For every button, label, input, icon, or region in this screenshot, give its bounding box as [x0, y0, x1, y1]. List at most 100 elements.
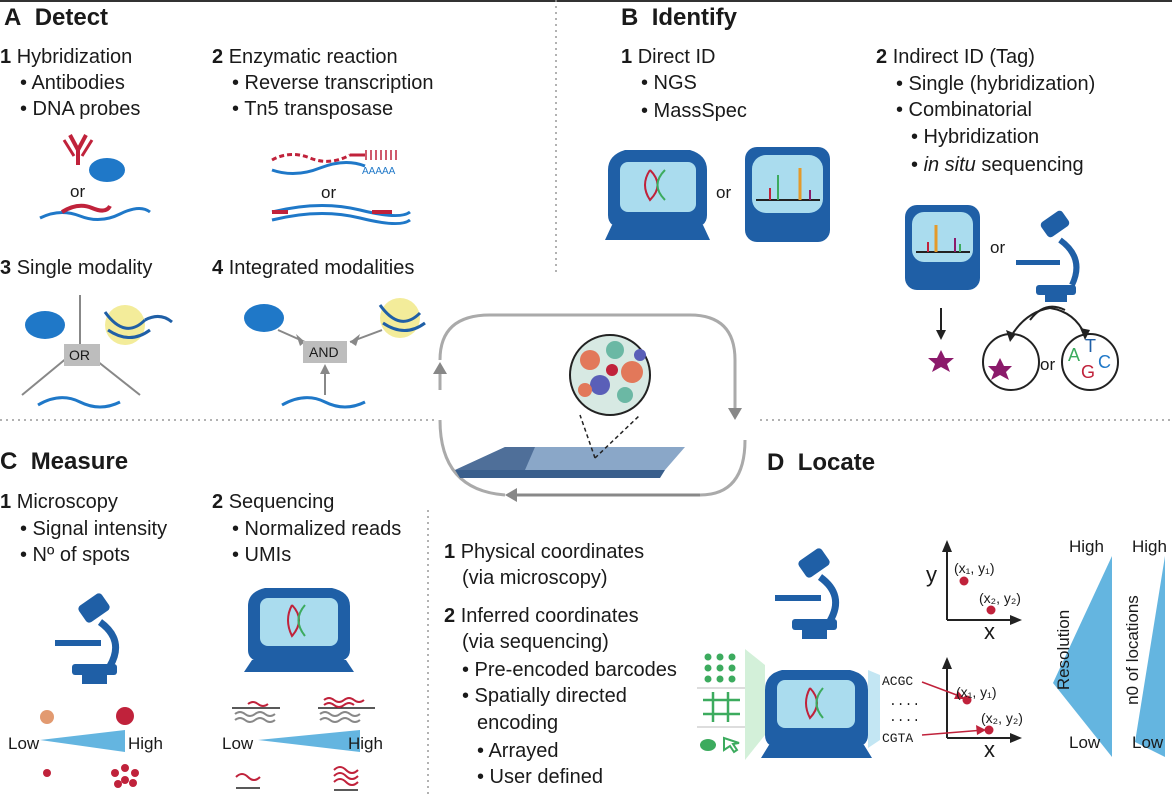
dna-probe-icon [60, 203, 112, 214]
high-label: High [1069, 537, 1104, 556]
or-label: or [321, 183, 337, 202]
locations-label: n0 of locations [1123, 595, 1142, 705]
barcode-dots: .... [889, 694, 921, 709]
point-1-label: (x₁, y₁) [956, 684, 997, 700]
tn5-transposase-icon [271, 204, 411, 225]
axis-x-label: x [984, 737, 995, 762]
reads-high-icon [318, 697, 375, 723]
axis-x-label: x [984, 619, 995, 644]
barcode-1-label: ACGC [882, 674, 914, 689]
locate-sub: (via sequencing) [462, 631, 609, 653]
antibody-icon [62, 134, 94, 165]
cycle-circle-right [1061, 333, 1119, 391]
low-label: Low [1132, 733, 1164, 752]
detect-item-1: 1 Hybridization [0, 46, 133, 68]
tissue-slide-icon [455, 414, 685, 478]
detect-bullet: • Reverse transcription [232, 72, 434, 94]
faint-spot-icon [40, 710, 54, 724]
integrated-modalities-icon [244, 298, 426, 409]
sequencer-icon-measure [244, 588, 354, 672]
many-spots-icon [111, 764, 139, 788]
intensity-gradient-wedge [40, 730, 125, 752]
identify-sub-bullet: • Hybridization [911, 126, 1040, 148]
point-1-label: (x₁, y₁) [954, 560, 995, 576]
and-box-label: AND [309, 344, 339, 360]
detect-bullet: • DNA probes [20, 98, 141, 120]
mass-spec-icon-identify [745, 147, 830, 242]
identify-bullet: • NGS [641, 72, 697, 94]
axis-y-label: y [926, 562, 937, 587]
low-label: Low [222, 734, 254, 753]
measure-item-2: 2 Sequencing [212, 491, 335, 513]
section-title: Identify [651, 4, 738, 31]
section-title: Locate [797, 449, 876, 476]
and-box [303, 341, 347, 363]
detect-bullet: • Tn5 transposase [232, 98, 394, 120]
coordinate-axes-top [942, 540, 1022, 625]
microscope-icon-measure [55, 593, 120, 684]
locate-bullet: • Spatially directed [462, 685, 627, 707]
detect-item-3: 3 Single modality [0, 257, 153, 279]
resolution-wedge [1053, 556, 1112, 757]
section-title: Measure [30, 448, 129, 475]
barcode-2-label: CGTA [882, 731, 914, 746]
sequencer-icon-identify [605, 150, 710, 240]
section-b-header: B Identify [621, 4, 737, 32]
or-label: or [1040, 355, 1056, 374]
measure-bullet: • Nº of spots [20, 544, 130, 566]
protein-blob-icon [89, 158, 125, 182]
measure-item-1: 1 Microscopy [0, 491, 118, 513]
barcode-dots: .... [889, 710, 921, 725]
identify-bullet: • MassSpec [641, 100, 747, 122]
identify-insitu-bullet: • in situ sequencing [911, 154, 1084, 176]
identify-bullet: • Combinatorial [896, 99, 1032, 121]
locate-item-1: 1 Physical coordinates [444, 541, 645, 563]
locate-sub-bullet: • Arrayed [477, 740, 559, 762]
resolution-label: Resolution [1054, 609, 1073, 691]
locate-bullet: • Pre-encoded barcodes [462, 659, 677, 681]
seq-letter-g: G [1081, 362, 1096, 382]
detect-bullet: • Antibodies [20, 72, 125, 94]
or-box-label: OR [69, 347, 90, 363]
rna-strand-icon [39, 207, 151, 221]
section-d-header: D Locate [767, 449, 875, 477]
seq-letter-c: C [1098, 352, 1111, 372]
reads-low-icon [232, 701, 280, 723]
sequencer-icon-locate [761, 670, 880, 758]
locations-wedge [1135, 556, 1165, 757]
identify-item-1: 1 Direct ID [621, 46, 716, 68]
low-label: Low [1069, 733, 1101, 752]
or-label: or [70, 182, 86, 201]
cycle-circle-left [982, 333, 1040, 391]
high-label: High [128, 734, 163, 753]
section-letter: D [767, 449, 785, 476]
detect-item-4: 4 Integrated modalities [212, 257, 415, 279]
measure-bullet: • UMIs [232, 544, 292, 566]
measure-bullet: • Normalized reads [232, 518, 402, 540]
identify-item-2: 2 Indirect ID (Tag) [876, 46, 1035, 68]
or-box [64, 344, 100, 366]
single-spot-icon [43, 769, 51, 777]
umi-low-icon [235, 773, 261, 789]
section-letter: A [4, 4, 22, 31]
reverse-transcription-icon [271, 150, 397, 175]
microscope-icon-locate [775, 548, 840, 639]
low-label: Low [8, 734, 40, 753]
cycle-arrow-top [1029, 305, 1066, 321]
cycle-star-icon [988, 358, 1012, 380]
or-label: or [990, 238, 1006, 257]
identify-bullet: • Single (hybridization) [896, 73, 1096, 95]
center-cycle-arrows [433, 313, 747, 502]
tag-star-icon [928, 350, 954, 372]
barcode-array-panel [697, 649, 765, 760]
tissue-zoom-circle-icon [569, 334, 651, 416]
measure-bullet: • Signal intensity [20, 518, 168, 540]
section-title: Detect [34, 4, 109, 31]
locate-sub: (via microscopy) [462, 567, 608, 589]
high-label: High [348, 734, 383, 753]
seq-letter-t: T [1085, 336, 1096, 356]
point-2-label: (x₂, y₂) [979, 590, 1021, 606]
locate-bullet-cont: encoding [477, 712, 559, 734]
section-letter: C [0, 448, 18, 475]
